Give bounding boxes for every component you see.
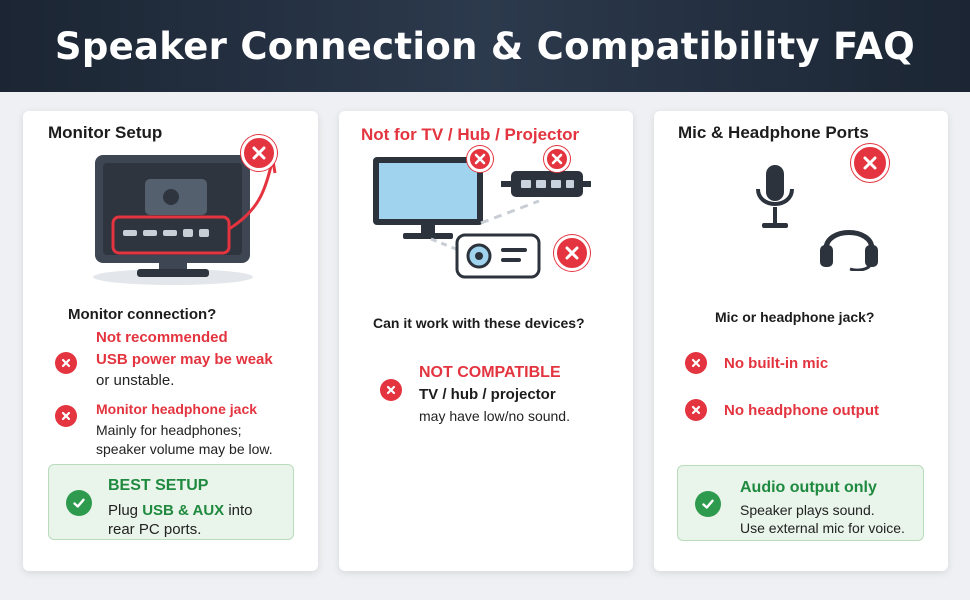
best-setup-title: BEST SETUP — [108, 477, 209, 494]
question-text: Mic or headphone jack? — [715, 309, 875, 325]
x-circle-icon — [380, 379, 402, 401]
headset-icon — [820, 230, 878, 271]
audio-output-title: Audio output only — [740, 479, 877, 496]
check-circle-icon — [695, 491, 721, 517]
card-tv-hub-projector: Not for TV / Hub / Projector Can it work… — [339, 111, 633, 571]
x-circle-icon — [55, 405, 77, 427]
card-mic-headphone: Mic & Headphone Ports Mic or headphone j… — [654, 111, 948, 571]
audio-output-line1: Speaker plays sound. — [740, 502, 875, 518]
microphone-icon — [756, 165, 794, 228]
audio-output-box: Audio output only Speaker plays sound. U… — [677, 465, 924, 541]
x-circle-icon — [685, 399, 707, 421]
x-circle-icon — [55, 352, 77, 374]
card-title: Monitor Setup — [48, 123, 163, 142]
header-banner: Speaker Connection & Compatibility FAQ — [0, 0, 970, 92]
best-setup-line1: Plug USB & AUX into — [108, 502, 253, 519]
card-monitor-setup: Monitor Setup Monitor connection? Not re… — [23, 111, 318, 571]
item-title: Monitor headphone jack — [96, 401, 258, 417]
audio-output-line2: Use external mic for voice. — [740, 520, 905, 536]
tv-hub-projector-illustration — [373, 157, 591, 279]
item-desc: speaker volume may be low. — [96, 441, 273, 457]
item-title: Not recommended — [96, 329, 228, 346]
best-setup-box: BEST SETUP Plug USB & AUX into rear PC p… — [48, 464, 294, 540]
item-title: No headphone output — [724, 402, 879, 419]
x-circle-icon — [851, 144, 889, 182]
item-desc: may have low/no sound. — [419, 408, 570, 424]
item-title: USB power may be weak — [96, 351, 273, 368]
question-text: Monitor connection? — [68, 306, 217, 323]
x-circle-icon — [467, 146, 493, 172]
x-circle-icon — [554, 235, 590, 271]
x-circle-icon — [685, 352, 707, 374]
check-circle-icon — [66, 490, 92, 516]
card-title: Mic & Headphone Ports — [678, 123, 869, 142]
item-title: NOT COMPATIBLE — [419, 364, 561, 381]
item-desc: or unstable. — [96, 372, 175, 389]
page-title: Speaker Connection & Compatibility FAQ — [54, 24, 916, 68]
item-title: No built-in mic — [724, 355, 829, 372]
item-desc: Mainly for headphones; — [96, 422, 242, 438]
best-setup-line2: rear PC ports. — [108, 521, 202, 538]
question-text: Can it work with these devices? — [373, 315, 585, 331]
item-subtitle: TV / hub / projector — [419, 386, 556, 403]
x-circle-icon — [544, 146, 570, 172]
card-title: Not for TV / Hub / Projector — [361, 125, 580, 144]
x-circle-icon — [241, 135, 277, 171]
